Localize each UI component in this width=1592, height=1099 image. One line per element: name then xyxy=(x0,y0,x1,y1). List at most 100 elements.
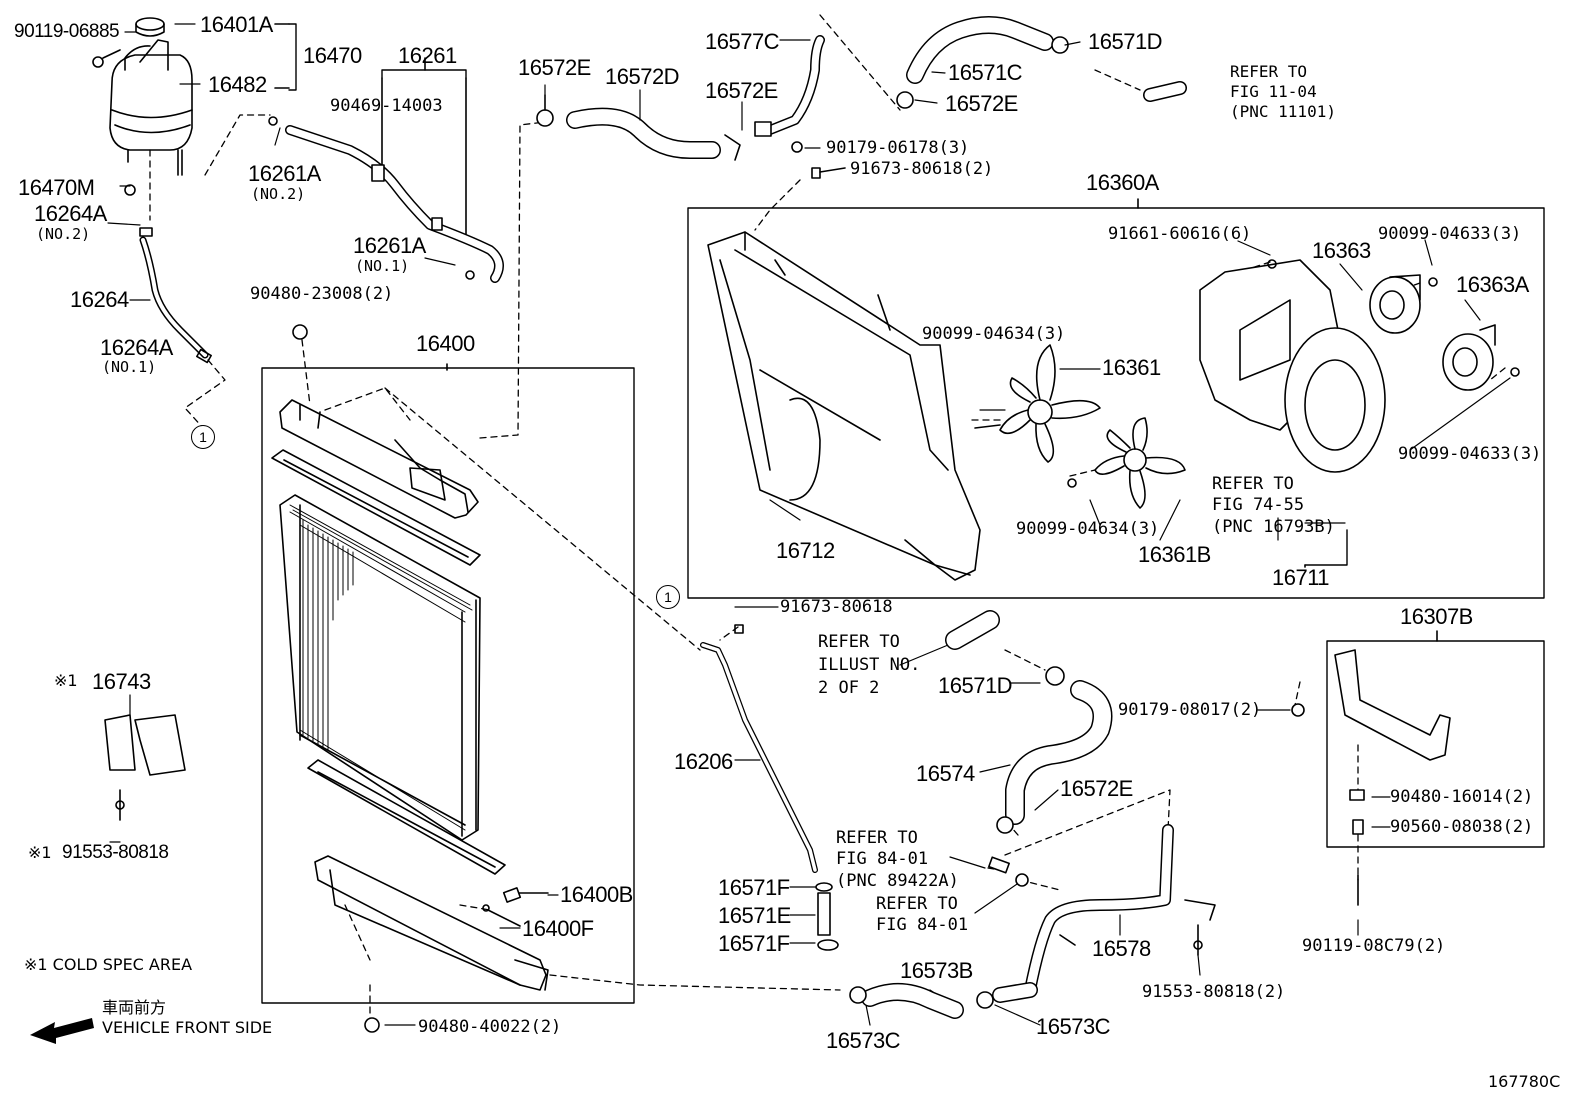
label-no1-b: (NO.1) xyxy=(102,358,157,376)
label-16572E-d: 16572E xyxy=(1060,776,1133,801)
label-91661-60616: 91661-60616(6) xyxy=(1108,224,1252,244)
hose-16577C xyxy=(754,35,825,153)
label-16571D-top: 16571D xyxy=(1088,29,1163,54)
label-16572D: 16572D xyxy=(605,64,680,89)
front-arrow-icon xyxy=(30,1018,94,1044)
label-16363: 16363 xyxy=(1312,238,1371,263)
label-16712: 16712 xyxy=(776,538,835,563)
label-16571F-b: 16571F xyxy=(718,931,790,956)
label-90480-16014: 90480-16014(2) xyxy=(1390,787,1534,807)
radiator-assembly-frame xyxy=(261,367,635,1004)
label-no2-b: (NO.2) xyxy=(36,225,91,243)
label-90480-23008: 90480-23008(2) xyxy=(250,284,394,304)
label-90119-08C79: 90119-08C79(2) xyxy=(1302,936,1446,956)
cold-spec-mark-1: ※1 xyxy=(54,671,78,690)
overflow-hose-16261 xyxy=(268,116,504,283)
label-16571D-mid: 16571D xyxy=(938,673,1013,698)
label-16264A-low: 16264A xyxy=(100,335,173,360)
label-16571C: 16571C xyxy=(948,60,1023,85)
bolt-91673 xyxy=(811,167,846,179)
fan-motor-16363 xyxy=(1369,274,1438,334)
radiator-core xyxy=(191,324,549,1033)
bolt-91553-right xyxy=(1193,924,1203,956)
label-16577C: 16577C xyxy=(705,29,780,54)
label-16572E-c: 16572E xyxy=(945,91,1018,116)
label-16470M: 16470M xyxy=(18,175,95,200)
label-16401A: 16401A xyxy=(200,12,273,37)
hose-16573B xyxy=(849,982,1038,1019)
reference-circle-1-right: 1 xyxy=(656,585,680,609)
label-16363A: 16363A xyxy=(1456,272,1529,297)
water-temp-sensor xyxy=(988,856,1029,887)
drain-cock-16400B xyxy=(487,887,549,927)
label-16572E-a: 16572E xyxy=(518,55,591,80)
label-16261A-mid: 16261A xyxy=(353,233,426,258)
fan-shroud-16712 xyxy=(707,231,981,581)
water-pipe-16578 xyxy=(1024,824,1216,996)
label-16578: 16578 xyxy=(1092,936,1151,961)
refer-illust-no-2: REFER TO ILLUST NO. 2 OF 2 xyxy=(818,632,921,698)
label-16482: 16482 xyxy=(208,72,267,97)
fan-motor-16363A xyxy=(1442,324,1520,391)
label-16573B: 16573B xyxy=(900,958,973,983)
label-91553-80818-right: 91553-80818(2) xyxy=(1142,982,1286,1002)
reservoir-hose-16264 xyxy=(139,227,212,364)
label-no2-a: (NO.2) xyxy=(251,185,306,203)
bracket-16307B xyxy=(1291,649,1451,906)
label-90469-14003: 90469-14003 xyxy=(330,96,443,116)
label-90179-08017: 90179-08017(2) xyxy=(1118,700,1262,720)
label-16361: 16361 xyxy=(1102,355,1161,380)
refer-fig-84-01-b: REFER TO FIG 84-01 xyxy=(876,894,969,936)
hose-16571C xyxy=(896,16,1187,109)
label-16264: 16264 xyxy=(70,287,129,312)
reservoir-tank xyxy=(92,17,193,196)
label-16360A: 16360A xyxy=(1086,170,1159,195)
label-16574: 16574 xyxy=(916,761,975,786)
vehicle-front-jp: 車両前方 xyxy=(102,998,167,1017)
label-16400F: 16400F xyxy=(522,916,594,941)
refer-fig-84-01-a: REFER TO FIG 84-01 (PNC 89422A) xyxy=(836,828,959,891)
label-16206: 16206 xyxy=(674,749,733,774)
label-16571F-a: 16571F xyxy=(718,875,790,900)
cooling-fan-16361 xyxy=(974,344,1101,463)
label-90099-04634-b: 90099-04634(3) xyxy=(1016,519,1160,539)
label-90099-04634-a: 90099-04634(3) xyxy=(922,324,1066,344)
label-16400B: 16400B xyxy=(560,882,633,907)
label-90179-06178: 90179-06178(3) xyxy=(826,138,970,158)
label-16572E-b: 16572E xyxy=(705,78,778,103)
label-16307B: 16307B xyxy=(1400,604,1473,629)
bypass-pipe-16206 xyxy=(700,624,818,873)
cold-spec-mark-2: ※1 xyxy=(28,843,52,862)
label-16400: 16400 xyxy=(416,331,475,356)
fan-shroud-16711 xyxy=(1199,259,1386,473)
label-90480-40022: 90480-40022(2) xyxy=(418,1017,562,1037)
label-91553-80818-left: 91553-80818 xyxy=(62,842,169,863)
label-16261A-top: 16261A xyxy=(248,161,321,186)
figure-code: 167780C xyxy=(1488,1072,1561,1091)
label-no1-a: (NO.1) xyxy=(355,257,410,275)
reference-circle-1-left: 1 xyxy=(191,425,215,449)
label-91673-80618-2: 91673-80618(2) xyxy=(850,159,994,179)
label-16264A-top: 16264A xyxy=(34,201,107,226)
upper-hose-16572D xyxy=(536,94,741,161)
vehicle-front-en: VEHICLE FRONT SIDE xyxy=(102,1018,273,1037)
label-90560-08038: 90560-08038(2) xyxy=(1390,817,1534,837)
hose-16571E xyxy=(815,882,839,951)
label-90119-06885: 90119-06885 xyxy=(14,21,120,42)
label-16571E: 16571E xyxy=(718,903,791,928)
label-16743: 16743 xyxy=(92,669,151,694)
label-90099-04633-b: 90099-04633(3) xyxy=(1398,444,1542,464)
label-16470: 16470 xyxy=(303,43,362,68)
bracket-frame xyxy=(1326,640,1545,848)
cold-spec-note: ※1 COLD SPEC AREA xyxy=(24,955,193,974)
label-16261: 16261 xyxy=(398,43,457,68)
label-16711: 16711 xyxy=(1272,565,1330,590)
refer-fig-11-04: REFER TO FIG 11-04 (PNC 11101) xyxy=(1230,62,1336,121)
label-91673-80618: 91673-80618 xyxy=(780,597,893,617)
label-16573C-a: 16573C xyxy=(826,1028,901,1053)
cold-spec-part-16743 xyxy=(104,714,186,821)
label-16361B: 16361B xyxy=(1138,542,1211,567)
hose-16574 xyxy=(945,610,1113,834)
cooling-fan-16361B xyxy=(1067,417,1186,509)
